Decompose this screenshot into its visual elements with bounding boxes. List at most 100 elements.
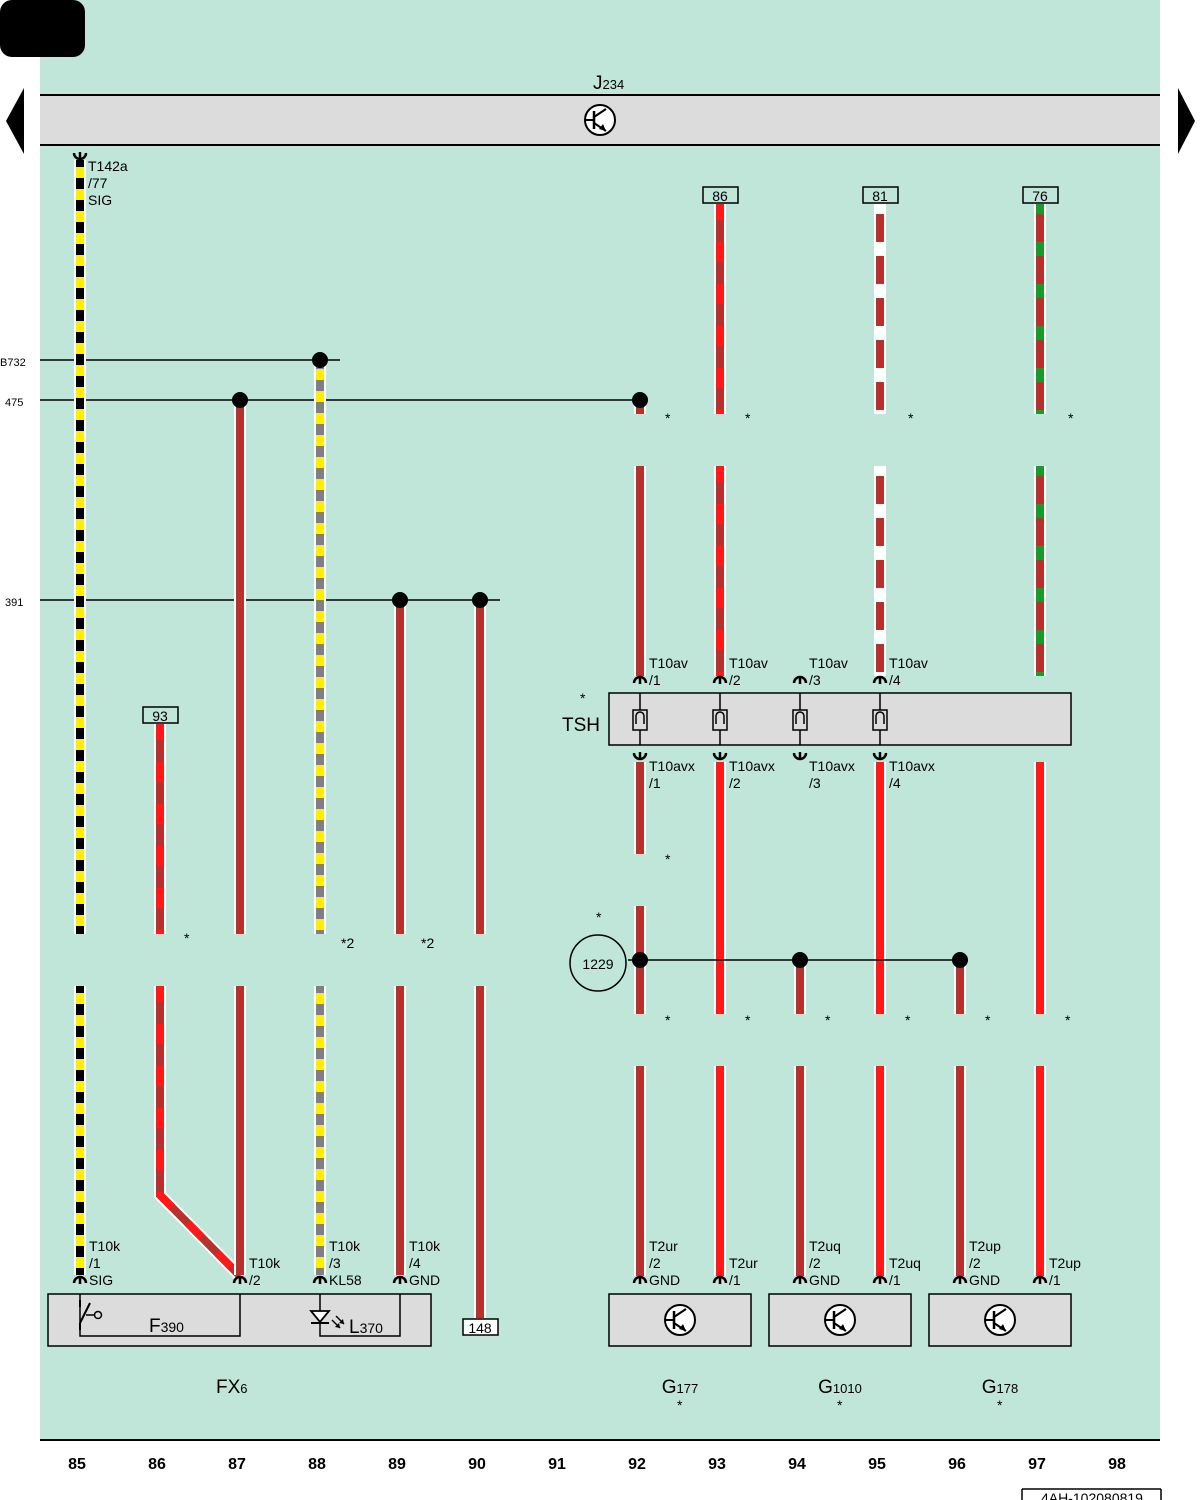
- pin-label-line: T2uq: [809, 1238, 841, 1254]
- note-star: *: [745, 410, 751, 426]
- terminal-arc: [795, 711, 805, 724]
- pin-label-line: GND: [649, 1272, 680, 1288]
- pin-label-line: T10k: [329, 1238, 361, 1254]
- ref-box-76[interactable]: 76: [1022, 186, 1059, 204]
- splice-point-b732: [312, 352, 328, 368]
- svg-text:81: 81: [872, 188, 888, 204]
- note-star: *: [1065, 1012, 1071, 1028]
- ref-box-148[interactable]: 148: [462, 1318, 499, 1336]
- note-star: *: [837, 1397, 843, 1413]
- column-number: 87: [228, 1456, 246, 1473]
- fx6-internal-wire: [79, 1294, 241, 1337]
- cross-ref-391: 391: [5, 597, 23, 609]
- fx6-pin-label: T10k/2: [249, 1255, 281, 1288]
- pin-name: T10av: [809, 655, 848, 671]
- column-number: 95: [868, 1456, 886, 1473]
- pin-label-line: /1: [1049, 1272, 1061, 1288]
- sensor-pin-label: T2up/1: [1049, 1255, 1081, 1288]
- sensor-label: G177: [662, 1377, 698, 1398]
- pin-label-line: /2: [249, 1272, 261, 1288]
- pin-label-line: /2: [969, 1255, 981, 1271]
- pin-number: /2: [729, 672, 741, 688]
- tsh-label: TSH: [562, 715, 600, 736]
- sensor-label: G1010: [818, 1377, 862, 1398]
- pin-number: /1: [649, 672, 661, 688]
- pin-label-line: /1: [89, 1255, 101, 1271]
- wires-layer: [74, 160, 1046, 1318]
- note-star: *: [677, 1397, 683, 1413]
- note-star2: *2: [341, 935, 354, 951]
- ground-point-label: 1229: [582, 956, 613, 972]
- pin-label-line: /2: [649, 1255, 661, 1271]
- pin-label-line: T10k: [409, 1238, 441, 1254]
- terminal-box: [712, 709, 728, 731]
- tsh-upper-pin-label: T10av/3: [809, 655, 848, 688]
- splice-point-391-col89: [392, 592, 408, 608]
- transistor-icon: [583, 103, 617, 137]
- sensor-pin-label: T2ur/1: [729, 1255, 758, 1288]
- tsh-upper-pin-label: T10av/1: [649, 655, 688, 688]
- tsh-upper-pin-label: T10av/4: [889, 655, 928, 688]
- note-star2: *2: [421, 935, 434, 951]
- pin-label-line: /1: [889, 1272, 901, 1288]
- ref-box-86[interactable]: 86: [702, 186, 739, 204]
- component-tsh: [608, 692, 1072, 746]
- sensor-subscript: 177: [677, 1381, 699, 1396]
- note-star: *: [665, 1012, 671, 1028]
- splice-point-391-col90: [472, 592, 488, 608]
- pin-label-line: T2up: [1049, 1255, 1081, 1271]
- splice-point-1229-col92: [632, 952, 648, 968]
- pin-label-line: KL58: [329, 1272, 362, 1288]
- pin-label-line: T2uq: [889, 1255, 921, 1271]
- triangle-right-icon[interactable]: [1178, 88, 1195, 154]
- pin-name: T10avx: [729, 758, 775, 774]
- pin-label-line: /3: [329, 1255, 341, 1271]
- note-star: *: [825, 1012, 831, 1028]
- tsh-lower-pin-label: T10avx/2: [729, 758, 775, 791]
- fuse-terminal-icon: [792, 693, 808, 745]
- note-star: *: [665, 410, 671, 426]
- splice-point-475-col92: [632, 392, 648, 408]
- terminal-arc: [635, 711, 645, 724]
- column-number: 88: [308, 1456, 326, 1473]
- terminal-box: [632, 709, 648, 731]
- tsh-lower-pin-label: T10avx/1: [649, 758, 695, 791]
- pin-label-line: GND: [969, 1272, 1000, 1288]
- sensor-label: G178: [982, 1377, 1018, 1398]
- pin-label-line: T2up: [969, 1238, 1001, 1254]
- pin-name: T10avx: [649, 758, 695, 774]
- ref-box-81[interactable]: 81: [862, 186, 899, 204]
- svg-text:93: 93: [152, 708, 168, 724]
- switch-icon: [79, 1300, 103, 1330]
- transistor-icon: [983, 1303, 1017, 1337]
- column-number: 91: [548, 1456, 566, 1473]
- triangle-left-icon[interactable]: [6, 88, 24, 154]
- pin-name: T10av: [649, 655, 688, 671]
- note-star: *: [985, 1012, 991, 1028]
- note-star: *: [745, 1012, 751, 1028]
- splice-point-1229-col96: [952, 952, 968, 968]
- fuse-terminal-icon: [632, 693, 648, 745]
- pin-label-line: GND: [409, 1272, 440, 1288]
- pin-number: /4: [889, 775, 901, 791]
- column-number: 92: [628, 1456, 646, 1473]
- pin-name: T10avx: [889, 758, 935, 774]
- pin-name: T10av: [729, 655, 768, 671]
- terminal-arc: [875, 711, 885, 724]
- pin-number: /2: [729, 775, 741, 791]
- sensor-subscript: 1010: [833, 1381, 862, 1396]
- column-number: 86: [148, 1456, 166, 1473]
- note-star: *: [997, 1397, 1003, 1413]
- sensor-pin-label: T2uq/1: [889, 1255, 921, 1288]
- cross-ref-b732: B732: [0, 357, 26, 369]
- ref-box-93[interactable]: 93: [142, 706, 179, 724]
- pin-label-line: /2: [809, 1255, 821, 1271]
- column-number: 90: [468, 1456, 486, 1473]
